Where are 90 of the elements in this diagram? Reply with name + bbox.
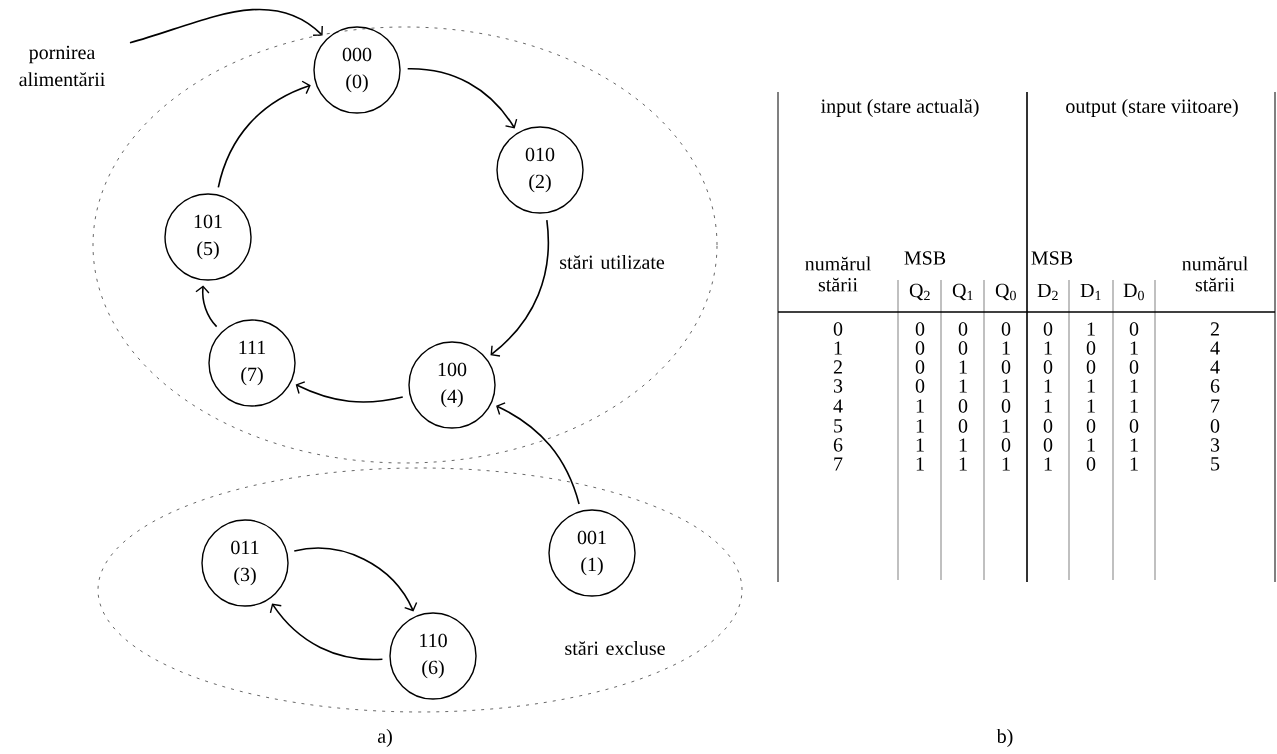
- table-value: 1: [1087, 322, 1095, 336]
- table-value: 1: [1002, 457, 1010, 471]
- table-value: 0: [1129, 360, 1139, 374]
- table-value: 6: [833, 438, 843, 452]
- table-value: 3: [833, 379, 843, 393]
- table-value: 1: [834, 341, 842, 355]
- table-value: 6: [1210, 379, 1220, 393]
- arrow: [496, 402, 580, 505]
- table-value: 1: [916, 399, 924, 413]
- table-value: 1: [1130, 457, 1138, 471]
- table-value: 0: [1001, 322, 1011, 336]
- table-value: 0: [1210, 419, 1220, 433]
- table-value: 2: [833, 360, 842, 374]
- table-value: 0: [958, 399, 968, 413]
- table-value: 0: [1129, 419, 1139, 433]
- arrow: [269, 603, 384, 661]
- table-value: 0: [1001, 399, 1011, 413]
- arrow: [129, 8, 323, 44]
- start-label: pornirea alimentării: [19, 45, 105, 87]
- table-value: 1: [1087, 399, 1095, 413]
- table-value: 1: [1130, 341, 1138, 355]
- table-value: 0: [958, 341, 968, 355]
- table-value: 5: [834, 419, 843, 433]
- table-value: 1: [959, 457, 967, 471]
- table-value: 0: [1086, 457, 1096, 471]
- table-value: 1: [1087, 438, 1095, 452]
- arrow: [490, 219, 550, 357]
- table-value: 0: [1086, 419, 1096, 433]
- table-header: input (stare actuală): [821, 98, 979, 118]
- table-header: D$_{0}$: [1123, 283, 1144, 301]
- table-header: D$_{2}$: [1037, 283, 1058, 301]
- table-value: 0: [958, 322, 968, 336]
- table-value: 3: [1210, 438, 1220, 452]
- table-value: 1: [1002, 341, 1010, 355]
- table-value: 0: [1086, 360, 1096, 374]
- table-value: 1: [1130, 438, 1138, 452]
- arrow: [406, 68, 518, 129]
- table-value: 1: [1002, 419, 1010, 433]
- table-value: 0: [1086, 341, 1096, 355]
- table-value: 7: [834, 457, 843, 471]
- arrow: [295, 381, 404, 403]
- table-header: D$_{1}$: [1080, 283, 1101, 301]
- table-value: 0: [915, 379, 925, 393]
- table-header: Q$_{1}$: [952, 283, 973, 301]
- table-value: 1: [916, 438, 924, 452]
- table-value: 1: [1044, 399, 1052, 413]
- table-value: 1: [1130, 379, 1138, 393]
- table-value: 1: [1044, 379, 1052, 393]
- arrow: [293, 547, 418, 612]
- table-value: 0: [1001, 438, 1011, 452]
- table-header: Q$_{2}$: [909, 283, 930, 301]
- table-header: output (stare viitoare): [1066, 98, 1238, 118]
- region-label: stări utilizate: [560, 254, 665, 269]
- table-value: 7: [1211, 399, 1220, 413]
- table-value: 1: [1044, 457, 1052, 471]
- table-value: 5: [1211, 457, 1220, 471]
- table-header: numărul stării: [805, 256, 871, 292]
- panel-label: b): [996, 728, 1013, 748]
- table-value: 0: [1001, 360, 1011, 374]
- table-value: 1: [916, 457, 924, 471]
- table-header: Q$_{0}$: [995, 283, 1016, 301]
- table-value: 0: [1043, 360, 1053, 374]
- table-value: 0: [1043, 419, 1053, 433]
- table-value: 1: [1087, 379, 1095, 393]
- table-value: 1: [959, 379, 967, 393]
- region-label: stări excluse: [565, 640, 665, 655]
- table-value: 0: [915, 360, 925, 374]
- arrow: [217, 80, 311, 189]
- table-header: numărul stării: [1182, 256, 1248, 292]
- table-value: 0: [1129, 322, 1139, 336]
- arrow: [195, 285, 218, 328]
- panel-label: a): [377, 728, 392, 748]
- table-value: 1: [1002, 379, 1010, 393]
- table-value: 1: [916, 419, 924, 433]
- table-value: 1: [1044, 341, 1052, 355]
- table-value: 4: [1210, 360, 1220, 374]
- table-value: 1: [959, 438, 967, 452]
- table-value: 1: [1130, 399, 1138, 413]
- table-value: 4: [833, 399, 843, 413]
- table-header: MSB: [1031, 251, 1073, 265]
- table-value: 0: [1043, 438, 1053, 452]
- table-value: 0: [958, 419, 968, 433]
- table-value: 0: [1043, 322, 1053, 336]
- table-value: 0: [915, 341, 925, 355]
- table-value: 2: [1210, 322, 1219, 336]
- table-value: 0: [915, 322, 925, 336]
- table-value: 0: [833, 322, 843, 336]
- table-value: 4: [1210, 341, 1220, 355]
- table-value: 1: [959, 360, 967, 374]
- table-header: MSB: [904, 251, 946, 265]
